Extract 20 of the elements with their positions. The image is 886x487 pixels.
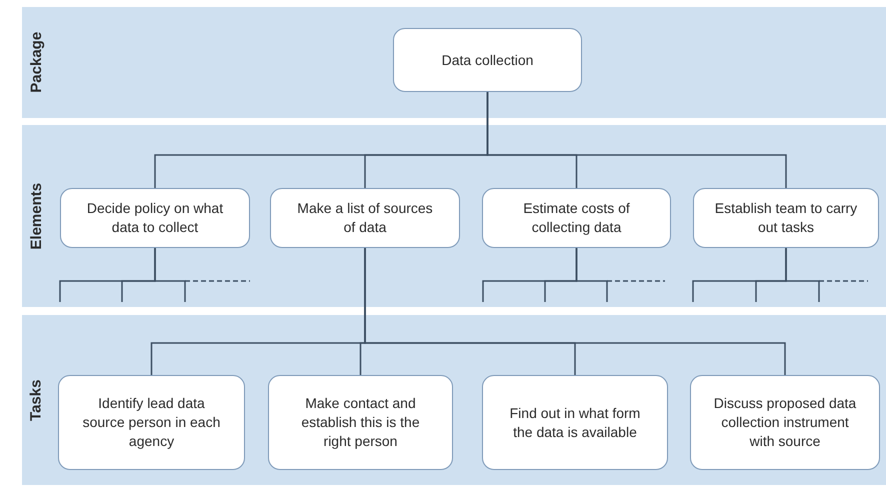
process-box: Make contact and establish this is the right person bbox=[268, 375, 453, 470]
process-box: Data collection bbox=[393, 28, 582, 92]
process-box: Establish team to carry out tasks bbox=[693, 188, 879, 248]
band-label: Tasks bbox=[26, 379, 46, 421]
process-box: Find out in what form the data is available bbox=[482, 375, 668, 470]
band-label: Package bbox=[26, 32, 46, 93]
swimlane-band bbox=[22, 315, 886, 485]
connector-line bbox=[154, 248, 186, 302]
band-label: Elements bbox=[26, 182, 46, 250]
swimlane-band bbox=[22, 7, 886, 118]
connector-line bbox=[576, 248, 608, 302]
connector-line bbox=[364, 248, 786, 375]
process-box: Make a list of sources of data bbox=[270, 188, 460, 248]
connector-line bbox=[486, 92, 787, 188]
process-box: Identify lead data source person in each agency bbox=[58, 375, 245, 470]
connector-line bbox=[785, 248, 820, 302]
swimlane-band bbox=[22, 125, 886, 307]
process-box: Estimate costs of collecting data bbox=[482, 188, 671, 248]
process-box: Discuss proposed data collection instrument with source bbox=[690, 375, 880, 470]
process-box: Decide policy on what data to collect bbox=[60, 188, 250, 248]
